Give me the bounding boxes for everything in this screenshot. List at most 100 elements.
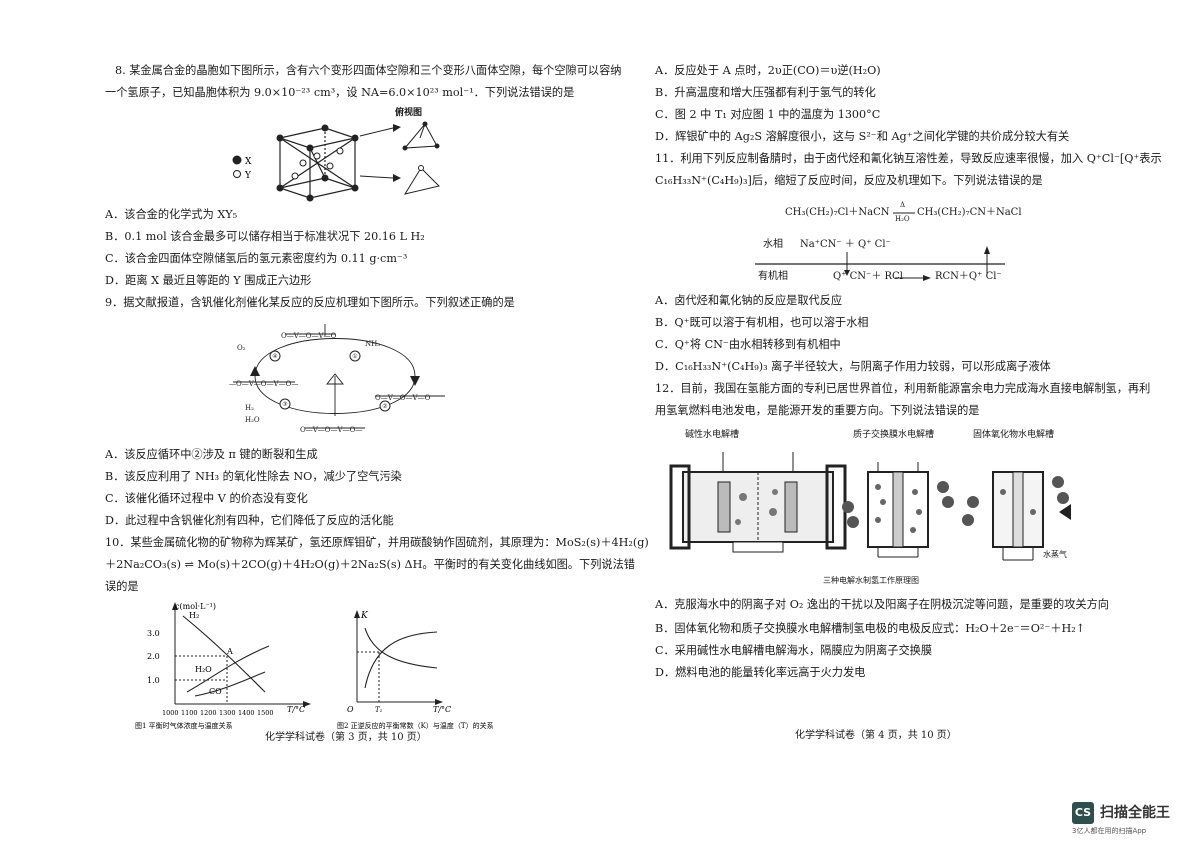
q8-option-c: C．该合金四面体空隙储氢后的氢元素密度约为 0.11 g·cm⁻³ — [105, 252, 408, 265]
q8-option-a: A．该合金的化学式为 XY₅ — [105, 208, 238, 221]
chart1-xtick-1200: 1200 — [200, 709, 217, 717]
svg-text:O₂: O₂ — [237, 344, 246, 352]
q11-water-phase: 水相 — [763, 239, 783, 250]
svg-text:NH₃: NH₃ — [365, 340, 380, 348]
cell2-diagram — [842, 462, 954, 558]
chart2: K T/°C O T₁ 图2 正逆反应的平衡常数（K）与温度（T）的关系 — [337, 610, 494, 730]
q12-cells-figure — [669, 452, 1071, 561]
chart2-t1: T₁ — [375, 706, 383, 714]
q8-stem-line1: 8. 某金属合金的晶胞如下图所示，含有六个变形四面体空隙和三个变形八面体空隙，每… — [115, 64, 622, 77]
chart1-h2o-curve — [186, 645, 270, 693]
q11-organic-phase: 有机相 — [758, 271, 788, 282]
svg-text:②: ② — [382, 403, 387, 410]
q9-stem: 9．据文献报道，含钒催化剂催化某反应的反应机理如下图所示。下列叙述正确的是 — [105, 296, 515, 309]
q11-phase-diagram — [755, 246, 1005, 281]
svg-text:O—V—O—V—O: O—V—O—V—O — [281, 332, 337, 340]
q11-eq-bottom: H₂O — [895, 215, 910, 223]
q9-option-b: B．该反应利用了 NH₃ 的氧化性除去 NO，减少了空气污染 — [105, 470, 402, 483]
chart1-xlabel: T/°C — [287, 705, 305, 714]
q10-option-c: C．图 2 中 T₁ 对应图 1 中的温度为 1300°C — [655, 108, 881, 121]
q11-option-c: C．Q⁺将 CN⁻由水相转移到有机相中 — [655, 338, 841, 351]
q11-option-b: B．Q⁺既可以溶于有机相，也可以溶于水相 — [655, 316, 869, 329]
legend-x-dot — [232, 155, 242, 165]
q10-stem-line3: 误的是 — [105, 580, 139, 593]
q9-cycle-figure: O—V—O—V—O —O—V—O—V—O— O—V—O—V—O O—V—O—V—… — [229, 324, 445, 434]
q9-option-d: D．此过程中含钒催化剂有四种，它们降低了反应的活化能 — [105, 514, 394, 527]
q11-stem-line1: 11．利用下列反应制备腈时，由于卤代烃和氰化钠互溶性差，导致反应速率很慢，加入 … — [655, 152, 1162, 165]
chart1-h2-curve — [182, 615, 266, 693]
q12-option-c: C．采用碱性水电解槽电解海水，隔膜应为阴离子交换膜 — [655, 644, 933, 657]
svg-text:O—V—O—V—O—: O—V—O—V—O— — [300, 426, 362, 434]
q10-option-d: D．辉银矿中的 Ag₂S 溶解度很小，这与 S²⁻和 Ag⁺之间化学键的共价成分… — [655, 130, 1070, 143]
chart1-label-h2o: H₂O — [195, 665, 212, 674]
chart2-xlabel: T/°C — [433, 705, 451, 714]
q8-topview-label: 俯视图 — [395, 108, 423, 118]
chart1-label-co: CO — [209, 687, 222, 696]
q8-stem-line2: 一个氢原子，已知晶胞体积为 9.0×10⁻²³ cm³，设 NA=6.0×10²… — [105, 86, 575, 99]
q12-stem-line2: 用氢氧燃料电池发电，是能源开发的重要方向。下列说法错误的是 — [655, 404, 980, 417]
scanner-logo: CS 扫描全能王 3亿人都在用的扫描App — [1072, 800, 1182, 835]
chart1: c(mol·L⁻¹) T/°C 3.0 2.0 1.0 1000 1100 12… — [135, 602, 311, 730]
svg-text:④: ④ — [272, 353, 277, 360]
q11-organic-left: Q⁺ CN⁻＋ RCl — [833, 271, 903, 282]
svg-text:O—V—O—V—O: O—V—O—V—O — [375, 394, 431, 402]
chart2-curve-down — [364, 627, 438, 669]
scanner-logo-sub: 3亿人都在用的扫描App — [1072, 827, 1147, 835]
q11-eq-left: CH₃(CH₂)₇Cl＋NaCN — [785, 207, 890, 218]
q12-option-d: D．燃料电池的能量转化率远高于火力发电 — [655, 666, 866, 679]
q8-option-b: B．0.1 mol 该合金最多可以储存相当于标准状况下 20.16 L H₂ — [105, 230, 425, 243]
scanner-logo-badge: CS — [1072, 802, 1094, 824]
cell3-diagram — [962, 471, 1071, 561]
chart1-label-a: A — [226, 647, 233, 656]
chart1-xtick-1500: 1500 — [257, 709, 274, 717]
chart1-co-curve — [194, 671, 266, 697]
cell3-title: 固体氧化物水电解槽 — [973, 430, 1055, 440]
q10-stem-line1: 10．某些金属硫化物的矿物称为辉某矿，氢还原辉钼矿，并用碳酸钠作固硫剂，其原理为… — [105, 536, 649, 549]
chart1-xtick-1000: 1000 — [162, 709, 179, 717]
chart2-caption: 图2 正逆反应的平衡常数（K）与温度（T）的关系 — [337, 721, 494, 730]
q10-option-b: B．升高温度和增大压强都有利于氢气的转化 — [655, 86, 876, 99]
chart1-xtick-1100: 1100 — [181, 709, 198, 717]
q9-option-c: C．该催化循环过程中 V 的价态没有变化 — [105, 492, 308, 505]
svg-text:H₂O: H₂O — [245, 416, 260, 424]
legend-y-label: Y — [244, 171, 252, 181]
cell1-diagram — [669, 452, 847, 553]
q9-option-a: A．该反应循环中②涉及 π 键的断裂和生成 — [105, 448, 318, 461]
chart1-ytick-2: 2.0 — [147, 652, 160, 661]
q10-stem-line2: ＋2Na₂CO₃(s) ⇌ Mo(s)＋2CO(g)＋4H₂O(g)＋2Na₂S… — [105, 558, 635, 571]
chart1-xtick-1400: 1400 — [238, 709, 255, 717]
cell1-title: 碱性水电解槽 — [685, 430, 740, 440]
chart1-ytick-1: 1.0 — [147, 676, 160, 685]
svg-text:—O—V—O—V—O—: —O—V—O—V—O— — [229, 380, 298, 388]
q11-water-species: Na⁺CN⁻ ＋ Q⁺ Cl⁻ — [800, 239, 891, 250]
legend-y-dot — [233, 170, 241, 178]
chart1-caption: 图1 平衡时气体浓度与温度关系 — [135, 721, 233, 730]
svg-text:①: ① — [352, 353, 357, 360]
svg-text:③: ③ — [282, 401, 287, 408]
q11-eq-arrow — [893, 212, 915, 214]
q11-organic-right: RCN＋Q⁺ Cl⁻ — [935, 271, 1002, 282]
q12-steam-label: 水蒸气 — [1043, 550, 1067, 559]
legend-x-label: X — [245, 157, 252, 167]
left-page: 8. 某金属合金的晶胞如下图所示，含有六个变形四面体空隙和三个变形八面体空隙，每… — [105, 0, 649, 848]
q8-crystal-figure: X Y — [232, 121, 440, 202]
chart1-label-h2: H₂ — [189, 611, 199, 620]
q11-stem-line2: C₁₆H₃₃N⁺(C₄H₉)₃]后，缩短了反应时间，反应及机理如下。下列说法错误… — [655, 174, 1043, 187]
q12-stem-line1: 12．目前，我国在氢能方面的专利已居世界首位，利用新能源富余电力完成海水直接电解… — [655, 382, 1151, 395]
q12-cells-caption: 三种电解水制氢工作原理图 — [823, 576, 919, 585]
chart2-ylabel: K — [360, 611, 369, 621]
chart1-xtick-1300: 1300 — [219, 709, 236, 717]
right-footer: 化学学科试卷（第 4 页，共 10 页） — [795, 730, 957, 741]
chart1-ylabel: c(mol·L⁻¹) — [175, 602, 216, 611]
q11-option-d: D．C₁₆H₃₃N⁺(C₄H₉)₃ 离子半径较大，与阴离子作用力较弱，可以形成离… — [655, 360, 1051, 373]
q12-option-a: A．克服海水中的阴离子对 O₂ 逸出的干扰以及阳离子在阴极沉淀等问题，是重要的攻… — [655, 598, 1109, 611]
cell2-title: 质子交换膜水电解槽 — [853, 430, 935, 440]
chart2-origin: O — [347, 705, 354, 714]
left-footer: 化学学科试卷（第 3 页，共 10 页） — [265, 732, 427, 743]
q8-option-d: D．距离 X 最近且等距的 Y 围成正六边形 — [105, 274, 312, 287]
q10-option-a: A．反应处于 A 点时，2υ正(CO)＝υ逆(H₂O) — [655, 64, 881, 77]
chart2-curve-up — [364, 631, 438, 689]
svg-text:H₂: H₂ — [245, 404, 254, 412]
q11-eq-top: Δ — [900, 201, 906, 209]
q12-option-b: B．固体氧化物和质子交换膜水电解槽制氢电极的电极反应式：H₂O＋2e⁻＝O²⁻＋… — [655, 622, 1086, 635]
